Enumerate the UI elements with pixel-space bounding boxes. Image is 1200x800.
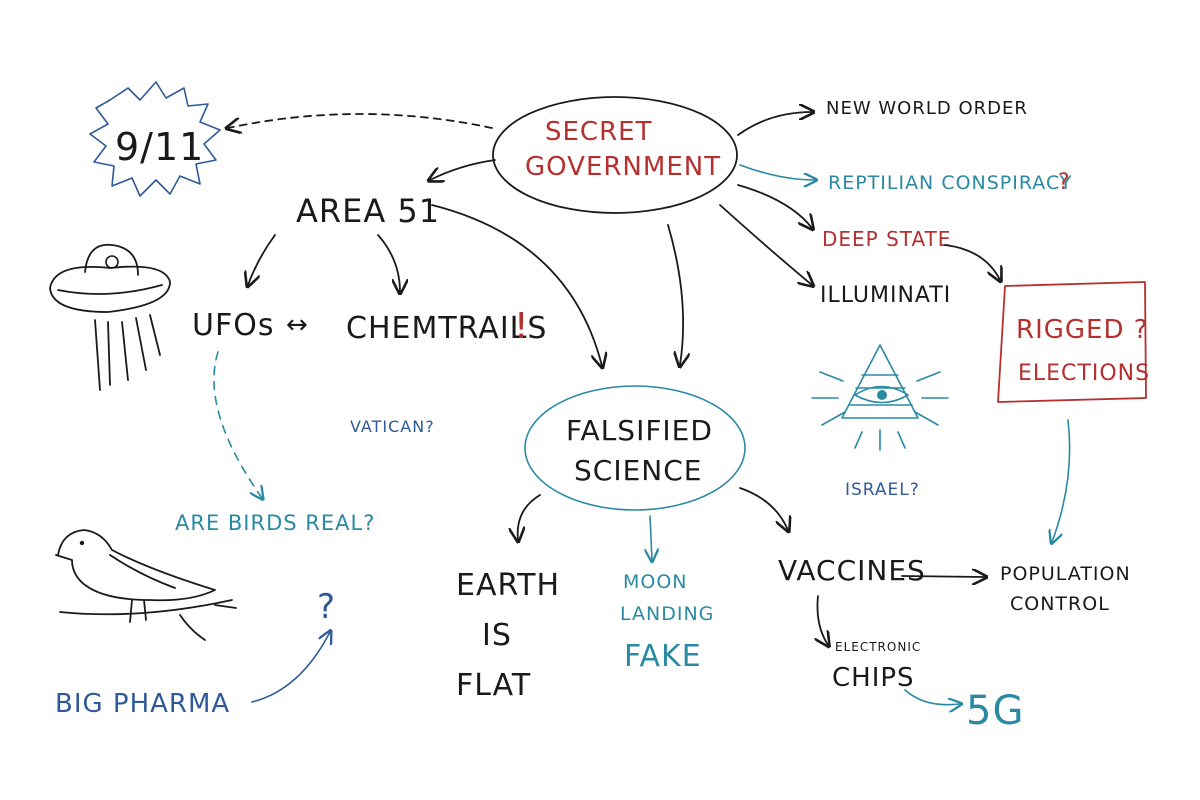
ufos-chemtrails-arrow: ↔: [286, 310, 309, 340]
secret-government-ellipse: [492, 96, 738, 214]
israel-label: ISRAEL?: [845, 480, 920, 500]
science-label: SCIENCE: [574, 454, 702, 487]
fake-label: FAKE: [624, 639, 702, 674]
new-world-order-label: NEW WORLD ORDER: [826, 98, 1028, 119]
control-label: CONTROL: [1010, 593, 1110, 615]
arrow-to-ufos: [248, 234, 276, 285]
arrow-to-chemtrails: [377, 234, 400, 292]
arrow-to-deep-state: [737, 184, 812, 228]
reptilian-question: ?: [1058, 170, 1071, 195]
arrow-to-illuminati: [719, 204, 812, 285]
population-label: POPULATION: [1000, 563, 1131, 585]
arrow-rigged-to-population: [1052, 419, 1071, 542]
secret-label: SECRET: [545, 117, 652, 147]
arrow-to-chips: [817, 595, 828, 645]
rigged-label: RIGGED ?: [1016, 315, 1149, 345]
arrow-to-nine-eleven: [228, 113, 493, 128]
reptilian-label: REPTILIAN CONSPIRACY: [828, 172, 1073, 194]
arrow-to-rigged: [944, 244, 1000, 280]
chemtrails-label: CHEMTRAILS: [346, 311, 547, 346]
deep-state-label: DEEP STATE: [822, 227, 951, 251]
area51-label: AREA 51: [296, 192, 440, 230]
government-label: GOVERNMENT: [525, 152, 721, 182]
five-g-label: 5G: [966, 688, 1024, 734]
arrow-to-reptilian: [739, 164, 815, 180]
illuminati-label: ILLUMINATI: [820, 283, 951, 308]
ufo-icon: [49, 243, 171, 391]
arrow-to-area51: [430, 159, 496, 180]
arrow-to-earth-flat: [518, 494, 541, 540]
is-label: IS: [482, 618, 512, 653]
arrow-to-population: [901, 576, 985, 577]
vatican-label: VATICAN?: [350, 417, 435, 436]
flat-label: FLAT: [456, 668, 531, 703]
arrow-to-new-world-order: [737, 112, 812, 136]
arrow-gov-to-falsified: [667, 224, 683, 365]
nine-eleven-label: 9/11: [115, 125, 204, 169]
arrow-to-5g: [904, 689, 960, 705]
electronic-label: ELECTRONIC: [835, 640, 921, 654]
arrow-ufos-to-birds: [213, 351, 262, 498]
vaccines-label: VACCINES: [778, 554, 926, 587]
big-pharma-label: BIG PHARMA: [55, 689, 230, 719]
falsified-science-ellipse: [524, 385, 746, 511]
question-mark-label: ?: [317, 587, 336, 627]
starburst-icon: [89, 81, 221, 197]
falsified-label: FALSIFIED: [566, 414, 713, 447]
eye-pyramid-icon: [811, 344, 949, 451]
arrow-big-pharma-to-question: [251, 632, 330, 703]
arrow-to-moon-landing: [650, 515, 652, 560]
earth-label: EARTH: [456, 568, 560, 603]
elections-label: ELECTIONS: [1018, 361, 1150, 386]
rigged-elections-box: [997, 281, 1147, 403]
chips-label: CHIPS: [832, 663, 915, 693]
are-birds-real-label: ARE BIRDS REAL?: [175, 511, 375, 535]
chemtrails-exclamation: !: [514, 306, 529, 347]
moon-label: MOON: [623, 571, 688, 593]
ufos-label: UFOs: [192, 308, 274, 343]
bird-icon: [55, 529, 237, 641]
arrow-area51-to-falsified: [431, 204, 602, 366]
landing-label: LANDING: [620, 603, 714, 625]
arrow-to-vaccines: [739, 487, 788, 530]
